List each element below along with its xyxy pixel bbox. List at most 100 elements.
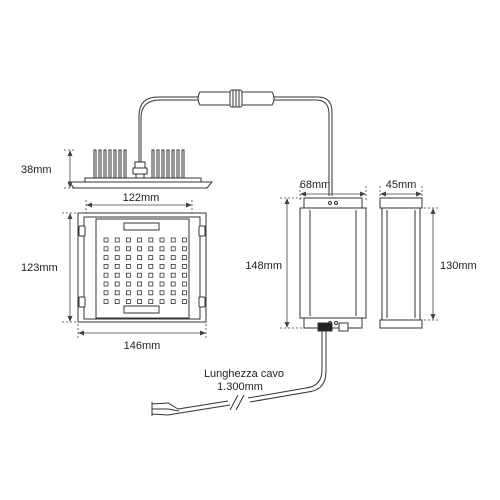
led-chip <box>181 246 187 252</box>
heatsink-side-view <box>67 149 214 189</box>
led-chip <box>148 255 154 261</box>
led-chip <box>148 246 154 252</box>
led-chip <box>170 272 176 278</box>
led-grid <box>103 237 187 305</box>
led-chip <box>159 290 165 296</box>
led-chip <box>137 290 143 296</box>
led-chip <box>159 299 165 305</box>
led-chip <box>159 281 165 287</box>
heatsink-fin <box>123 149 127 179</box>
led-chip <box>103 237 109 243</box>
led-chip <box>137 237 143 243</box>
dimension-heatsink-height <box>64 149 76 189</box>
led-chip <box>181 299 187 305</box>
heatsink-fin <box>108 149 112 179</box>
led-chip <box>148 263 154 269</box>
heatsink-fin <box>103 149 107 179</box>
led-chip <box>159 237 165 243</box>
dimension-driver-height <box>280 197 302 329</box>
led-chip <box>181 281 187 287</box>
led-chip <box>170 299 176 305</box>
led-chip <box>137 255 143 261</box>
led-chip <box>148 281 154 287</box>
led-chip <box>114 272 120 278</box>
panel-width-label: 146mm <box>124 340 161 352</box>
led-chip <box>181 290 187 296</box>
heatsink-fin <box>161 149 165 179</box>
led-chip <box>148 290 154 296</box>
led-chip <box>114 255 120 261</box>
heatsink-fin <box>118 149 122 179</box>
panel-height-label: 123mm <box>21 262 58 274</box>
output-cable <box>151 331 327 416</box>
driver-width-label: 68mm <box>300 179 331 191</box>
led-chip <box>126 290 131 296</box>
led-chip <box>126 299 131 305</box>
led-chip <box>159 272 165 278</box>
led-chip <box>181 237 187 243</box>
led-chip <box>159 255 165 261</box>
led-chip <box>103 255 109 261</box>
led-chip <box>114 237 120 243</box>
led-chip <box>114 290 120 296</box>
led-chip <box>137 263 143 269</box>
led-chip <box>159 263 165 269</box>
led-chip <box>126 255 131 261</box>
driver-side-height-label: 130mm <box>440 260 477 272</box>
heatsink-fin <box>171 149 175 179</box>
heatsink-width-label: 122mm <box>123 192 160 204</box>
input-cable <box>138 96 333 196</box>
heatsink-fin <box>181 149 185 179</box>
led-chip <box>170 290 176 296</box>
heatsink-fin <box>98 149 102 179</box>
heatsink-fin <box>113 149 117 179</box>
dimension-panel-width <box>77 324 207 340</box>
cable-length-value: 1.300mm <box>217 381 263 393</box>
led-chip <box>114 263 120 269</box>
led-chip <box>148 299 154 305</box>
led-chip <box>114 299 120 305</box>
heatsink-height-label: 38mm <box>21 164 52 176</box>
led-chip <box>170 263 176 269</box>
dimension-driver-width <box>299 186 367 200</box>
led-chip <box>103 272 109 278</box>
dimension-driver-side-height <box>420 207 440 321</box>
led-chip <box>170 255 176 261</box>
led-chip <box>126 263 131 269</box>
cable-connector <box>197 89 275 108</box>
led-chip <box>181 263 187 269</box>
heatsink-fins-right <box>151 149 185 179</box>
led-chip <box>148 237 154 243</box>
driver-depth-label: 45mm <box>386 179 417 191</box>
driver-front-view <box>299 197 367 332</box>
led-chip <box>126 246 131 252</box>
led-chip <box>114 281 120 287</box>
led-chip <box>126 281 131 287</box>
led-chip <box>170 237 176 243</box>
led-chip <box>137 281 143 287</box>
led-chip <box>137 299 143 305</box>
dimension-driver-depth <box>379 186 423 200</box>
dimension-panel-height <box>62 212 80 323</box>
heatsink-fin <box>151 149 155 179</box>
led-chip <box>126 237 131 243</box>
heatsink-fin <box>166 149 170 179</box>
led-chip <box>170 246 176 252</box>
cable-length-caption: Lunghezza cavo <box>204 368 284 380</box>
led-chip <box>103 263 109 269</box>
led-chip <box>137 272 143 278</box>
led-chip <box>103 246 109 252</box>
led-chip <box>103 281 109 287</box>
led-chip <box>137 246 143 252</box>
led-chip <box>170 281 176 287</box>
heatsink-fin <box>156 149 160 179</box>
heatsink-fin <box>176 149 180 179</box>
led-chip <box>159 246 165 252</box>
heatsink-fins-left <box>93 149 127 179</box>
led-chip <box>126 272 131 278</box>
led-chip <box>181 255 187 261</box>
led-chip <box>181 272 187 278</box>
led-panel-front-view <box>77 212 207 323</box>
led-chip <box>114 246 120 252</box>
